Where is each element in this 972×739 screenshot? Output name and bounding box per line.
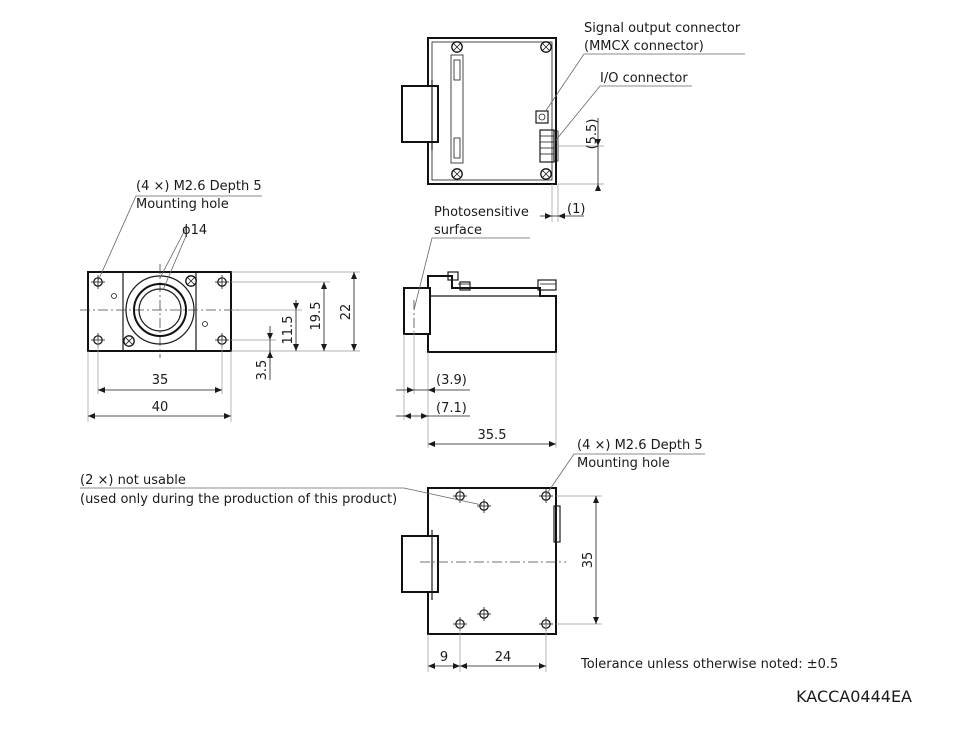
dim-5-5: (5.5) [585,119,600,150]
screw-icon [185,275,197,287]
side-view-body [427,275,557,353]
rear-view: Signal output connector (MMCX connector)… [401,21,745,222]
side-lens-mount [403,287,431,335]
bottom-mounting-label: (4 ×) M2.6 Depth 5 [577,438,703,453]
photosensitive-label-2: surface [434,223,482,238]
io-connector-label: I/O connector [600,71,688,86]
dim-11-5: 11.5 [281,316,296,345]
dim-22: 22 [339,304,354,321]
dim-35-bottom: 35 [581,552,596,569]
signal-connector-label-2: (MMCX connector) [584,39,704,54]
lens-bore [138,288,182,332]
signal-connector-label: Signal output connector [584,21,741,36]
not-usable-label-2: (used only during the production of this… [80,492,397,507]
screw-icon [451,41,463,53]
dim-3-9: (3.9) [436,373,467,388]
dim-9: 9 [440,650,448,665]
signal-connector-leader [544,53,745,113]
bottom-view: (4 ×) M2.6 Depth 5 Mounting hole (2 ×) n… [80,438,705,672]
tolerance-note: Tolerance unless otherwise noted: ±0.5 [580,657,838,672]
screw-icon [540,41,552,53]
not-usable-leader [80,487,483,506]
side-view: Photosensitive surface (3.9) (7.1) 35.5 [396,205,557,448]
screw-icon [451,168,463,180]
dim-24: 24 [495,650,512,665]
dim-40: 40 [152,400,169,415]
lens-outer-ring [133,283,187,337]
photosensitive-leader [413,237,530,311]
mounting-hole-leader [97,195,262,282]
not-usable-label: (2 ×) not usable [80,473,186,488]
front-view-body [87,271,232,352]
bottom-mounting-label-2: Mounting hole [577,456,670,471]
dim-7-1: (7.1) [436,401,467,416]
mmcx-connector [535,110,549,124]
dim-35-front: 35 [152,373,169,388]
phi14-label: ϕ14 [182,223,207,238]
screw-icon [540,168,552,180]
bottom-view-body [427,487,557,635]
mounting-hole-label: (4 ×) M2.6 Depth 5 [136,179,262,194]
dim-19-5: 19.5 [309,302,324,331]
io-connector-leader [555,85,692,141]
lens-flange [125,275,195,345]
rear-view-body [427,37,557,185]
dim-35-5: 35.5 [478,428,507,443]
phi14-leader [159,227,187,279]
photosensitive-label: Photosensitive [434,205,529,220]
dim-1: (1) [567,202,585,217]
front-view: (4 ×) M2.6 Depth 5 Mounting hole ϕ14 35 … [80,179,360,422]
screw-icon [123,335,135,347]
drawing-code: KACCA0444EA [796,687,912,706]
bottom-mounting-leader [545,453,705,496]
dim-3-5: 3.5 [255,360,270,381]
mounting-hole-label-2: Mounting hole [136,197,229,212]
